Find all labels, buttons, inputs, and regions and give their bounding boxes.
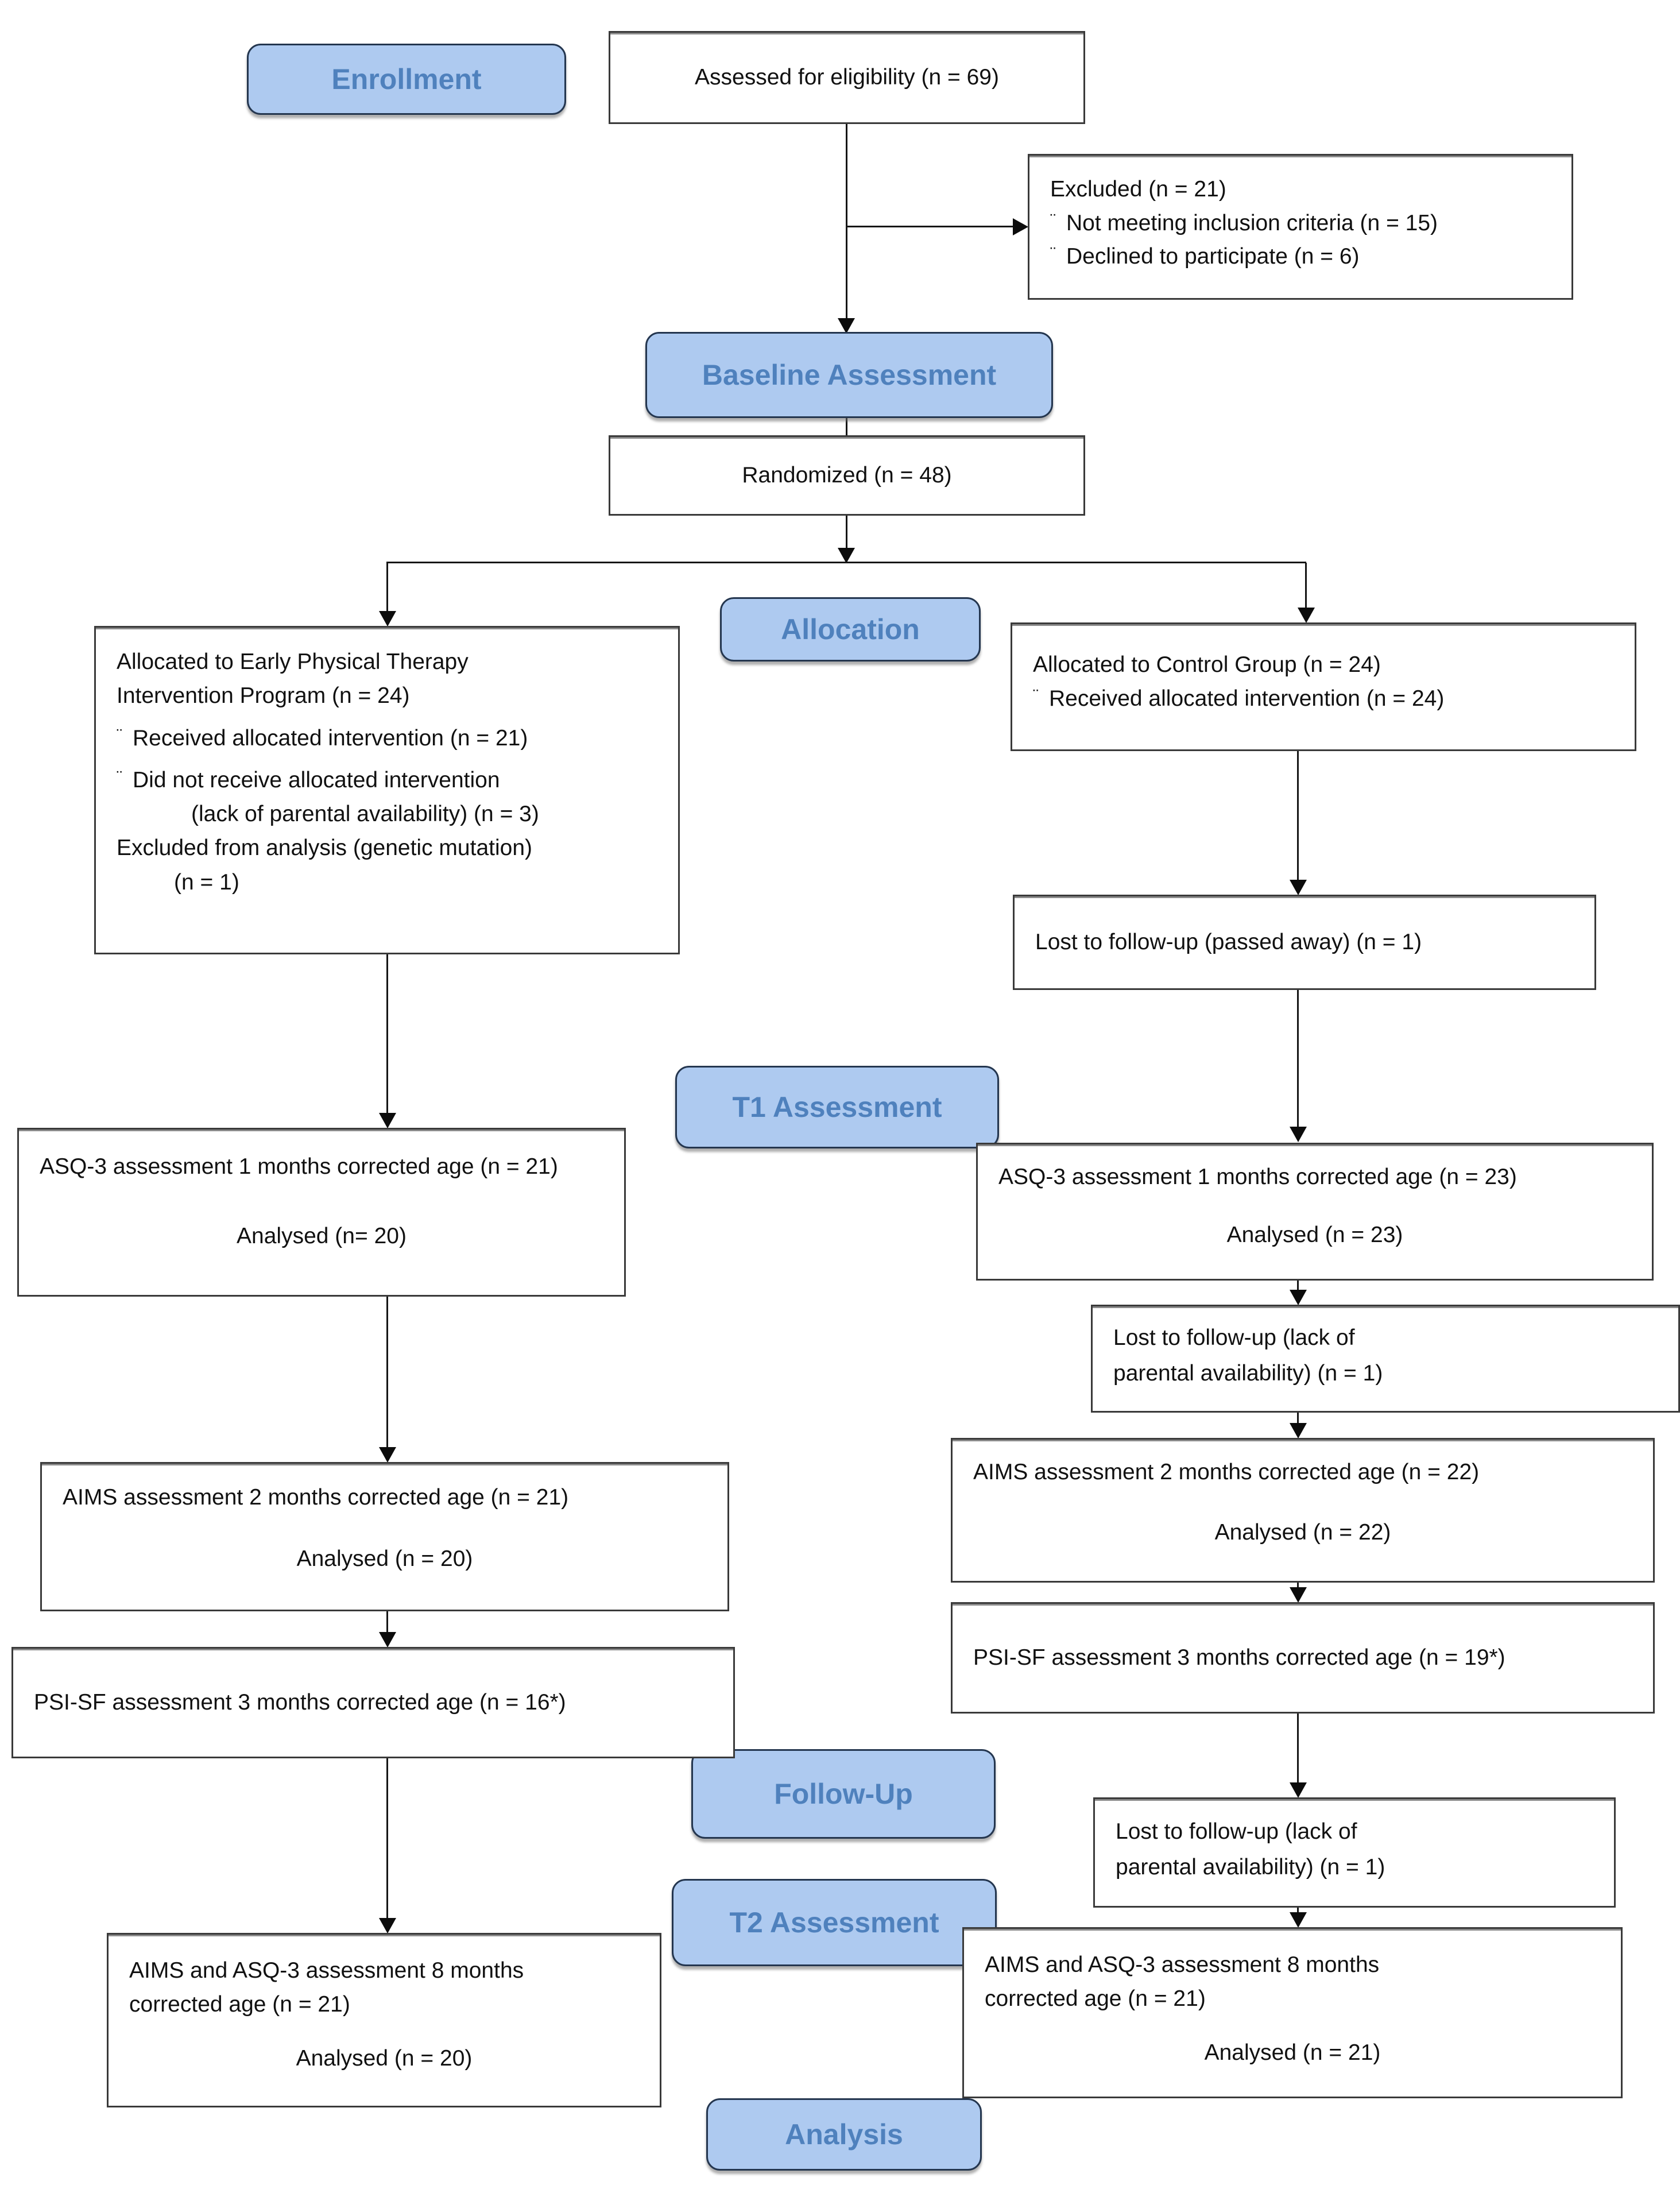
arrow-down-icon [379,611,396,626]
box-text: Intervention Program (n = 24) [117,683,410,709]
bullet-mark: ¨ [1050,244,1056,263]
arrow-down-icon [379,1447,396,1463]
box-asq3-intervention: ASQ-3 assessment 1 months corrected age … [17,1128,626,1297]
box-text: Allocated to Control Group (n = 24) [1033,652,1381,677]
box-text: AIMS and ASQ-3 assessment 8 months [985,1952,1380,1977]
box-text: corrected age (n = 21) [985,1986,1206,2011]
box-text: Lost to follow-up (lack of [1113,1325,1355,1350]
arrow-down-icon [1290,1290,1307,1305]
phase-label-analysis: Analysis [706,2098,982,2171]
box-lost-followup-lack-2: Lost to follow-up (lack of parental avai… [1093,1797,1616,1908]
box-text: Excluded (n = 21) [1050,177,1226,202]
box-text: ASQ-3 assessment 1 months corrected age … [998,1165,1517,1189]
box-assessed-for-eligibility: Assessed for eligibility (n = 69) [609,31,1085,124]
arrow-down-icon [379,1632,396,1647]
box-text: parental availability) (n = 1) [1116,1855,1385,1880]
box-aims-control: AIMS assessment 2 months corrected age (… [951,1438,1655,1583]
box-text: ¨Declined to participate (n = 6) [1050,244,1360,269]
box-psisf-intervention: PSI-SF assessment 3 months corrected age… [11,1647,735,1758]
box-randomized: Randomized (n = 48) [609,435,1085,516]
box-allocated-intervention-group: Allocated to Early Physical Therapy Inte… [94,626,680,954]
connector-line [1297,990,1299,1128]
box-allocated-control-group: Allocated to Control Group (n = 24) ¨Rec… [1011,622,1636,751]
box-text: AIMS and ASQ-3 assessment 8 months [129,1958,524,1983]
arrow-down-icon [379,1113,396,1128]
arrow-down-icon [1290,1587,1307,1603]
connector-line [846,516,847,549]
box-text: Lost to follow-up (lack of [1116,1819,1357,1844]
connector-line [386,1611,388,1633]
connector-line [1297,1908,1299,1913]
box-text: corrected age (n = 21) [129,1991,350,2017]
box-final-intervention: AIMS and ASQ-3 assessment 8 months corre… [107,1933,661,2107]
box-text: ASQ-3 assessment 1 months corrected age … [40,1154,558,1179]
phase-label-enrollment: Enrollment [247,44,566,115]
connector-line [1305,563,1307,609]
arrow-down-icon [1290,1912,1307,1928]
box-text: Analysed (n = 21) [1204,2040,1381,2065]
box-text: Analysed (n = 23) [1226,1222,1403,1247]
arrow-down-icon [1298,608,1315,623]
bullet-mark: ¨ [117,767,122,787]
phase-label-allocation: Allocation [720,597,981,662]
phase-label-t2-assessment: T2 Assessment [672,1879,997,1966]
connector-line [386,563,388,612]
connector-line [846,418,847,435]
connector-line [1297,751,1299,881]
box-text: ¨Received allocated intervention (n = 24… [1033,686,1445,711]
connector-line [846,124,847,318]
phase-label-t1-assessment: T1 Assessment [675,1066,999,1148]
arrow-down-icon [1290,1782,1307,1798]
connector-line [1297,1281,1299,1291]
arrow-down-icon [838,548,855,563]
bullet-mark: ¨ [1050,210,1056,230]
connector-line [386,1297,388,1448]
connector-line [1297,1714,1299,1784]
box-text: parental availability) (n = 1) [1113,1361,1383,1386]
box-text: Analysed (n= 20) [237,1223,407,1248]
box-text: (lack of parental availability) (n = 3) [191,802,539,827]
connector-line [1297,1583,1299,1588]
arrow-down-icon [1290,1423,1307,1438]
box-text: PSI-SF assessment 3 months corrected age… [973,1645,1505,1670]
box-text: Lost to follow-up (passed away) (n = 1) [1035,929,1422,954]
box-text: ¨Did not receive allocated intervention [117,767,500,792]
box-text: AIMS assessment 2 months corrected age (… [63,1485,569,1510]
phase-label-follow-up: Follow-Up [691,1749,996,1839]
box-psisf-control: PSI-SF assessment 3 months corrected age… [951,1602,1655,1714]
box-text: Analysed (n = 20) [296,1546,473,1571]
box-text: ¨Not meeting inclusion criteria (n = 15) [1050,210,1438,235]
box-aims-intervention: AIMS assessment 2 months corrected age (… [40,1462,729,1611]
box-text: AIMS assessment 2 months corrected age (… [973,1460,1480,1484]
bullet-mark: ¨ [1033,686,1039,705]
box-final-control: AIMS and ASQ-3 assessment 8 months corre… [962,1927,1623,2098]
bullet-mark: ¨ [117,725,122,745]
box-lost-followup-passed-away: Lost to follow-up (passed away) (n = 1) [1013,895,1596,990]
connector-line [386,562,1306,563]
box-text: Randomized (n = 48) [742,462,952,488]
box-text: Assessed for eligibility (n = 69) [695,64,999,90]
phase-label-baseline-assessment: Baseline Assessment [645,332,1053,418]
arrow-right-icon [1013,218,1028,235]
connector-line [1297,1413,1299,1424]
connector-line [386,954,388,1114]
arrow-down-icon [379,1918,396,1933]
box-text: Allocated to Early Physical Therapy [117,649,469,674]
box-text: (n = 1) [174,869,239,895]
box-text: Analysed (n = 20) [296,2046,473,2071]
arrow-down-icon [838,318,855,334]
box-lost-followup-lack-1: Lost to follow-up (lack of parental avai… [1091,1305,1680,1413]
box-excluded: Excluded (n = 21) ¨Not meeting inclusion… [1028,154,1573,300]
box-text: ¨Received allocated intervention (n = 21… [117,725,528,751]
box-text: PSI-SF assessment 3 months corrected age… [34,1689,566,1715]
box-text: Analysed (n = 22) [1214,1519,1391,1545]
arrow-down-icon [1290,1127,1307,1142]
box-text: Excluded from analysis (genetic mutation… [117,836,532,861]
connector-line [386,1758,388,1919]
arrow-down-icon [1290,880,1307,895]
connector-line [846,226,1014,227]
box-asq3-control: ASQ-3 assessment 1 months corrected age … [976,1143,1654,1281]
